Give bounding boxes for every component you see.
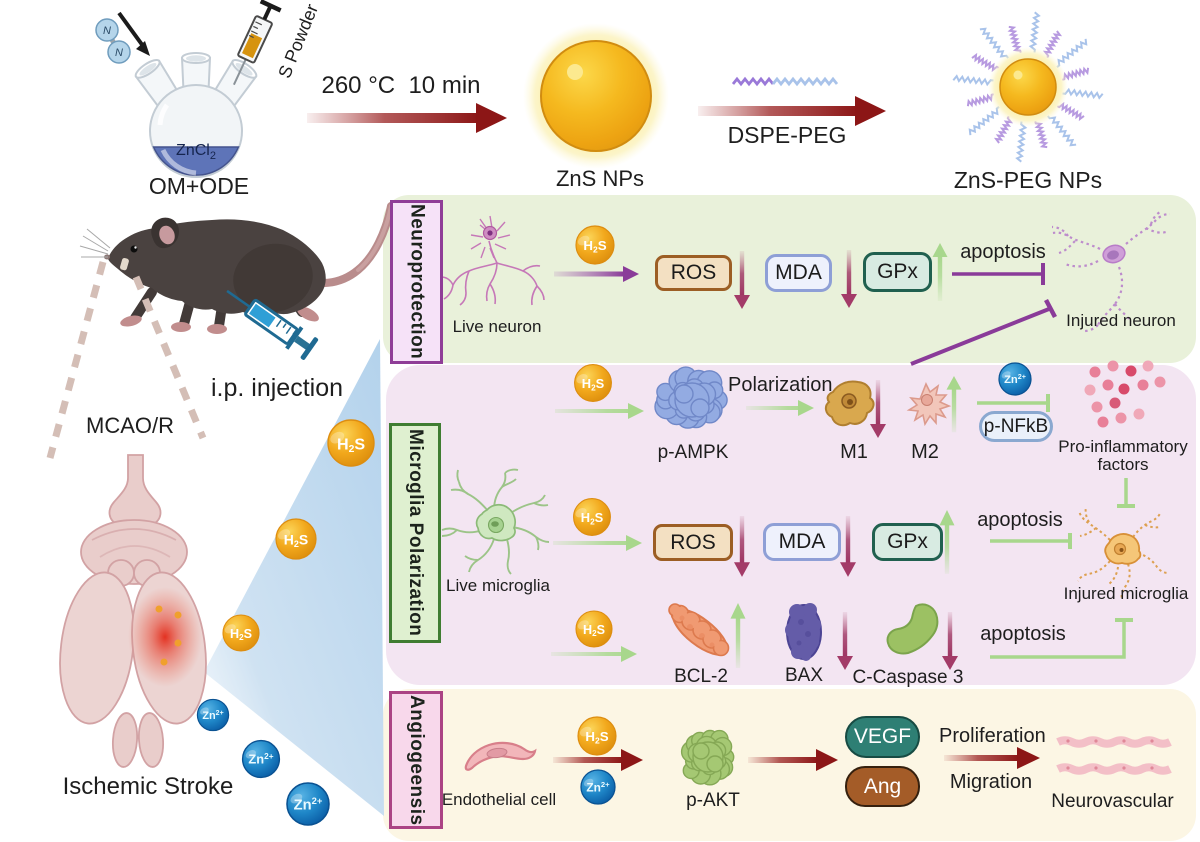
svg-text:N: N <box>103 25 111 37</box>
svg-text:N: N <box>115 47 123 59</box>
